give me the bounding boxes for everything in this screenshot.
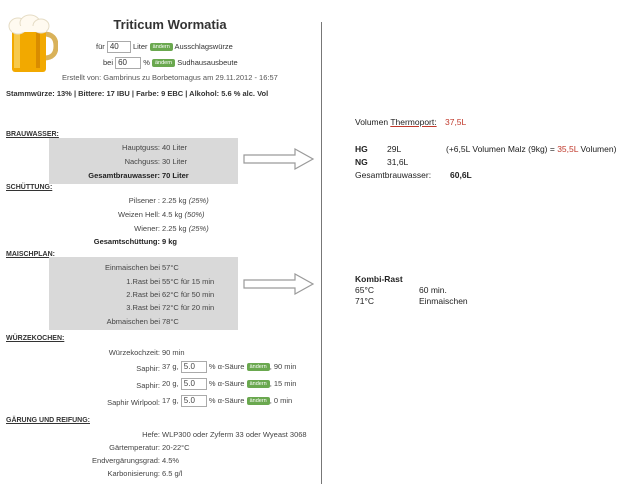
volume-row: für 40 Liter ändern Ausschlagswürze — [96, 41, 233, 53]
kochzeit-value: 90 min — [162, 348, 185, 357]
thermoport-line: Volumen Thermoport: 37,5L — [355, 117, 466, 127]
gaertemperatur-label: Gärtemperatur: — [109, 443, 160, 452]
hop1-row: 37 g, 5.0 % α-Säure ändern, 90 min — [162, 361, 296, 373]
gesamtbrauwasser-value: 70 Liter — [162, 171, 189, 180]
gaertemperatur-value: 20-22°C — [162, 443, 190, 452]
hop1-amount: 37 g, — [162, 361, 179, 371]
rast3-value: 72°C für 20 min — [162, 303, 215, 312]
hop2-amount: 20 g, — [162, 378, 179, 388]
hg-value: 29L — [387, 144, 402, 154]
endvergaerungsgrad-label: Endvergärungsgrad: — [92, 456, 160, 465]
karbonisierung-value: 6.5 g/l — [162, 469, 183, 478]
pilsener-label: Pilsener : — [128, 196, 160, 205]
hop2-row: 20 g, 5.0 % α-Säure ändern, 15 min — [162, 378, 296, 390]
nachguss-value: 30 Liter — [162, 157, 188, 166]
gesamt-value: 60,6L — [450, 170, 472, 180]
fuer-label: für — [96, 41, 105, 51]
rast1-label: 1.Rast bei — [126, 277, 160, 286]
hop2-time: , 15 min — [269, 378, 297, 388]
gesamtschuettung-value: 9 kg — [162, 237, 178, 246]
yield-input[interactable]: 60 — [115, 57, 142, 69]
volumen-value: 37,5L — [444, 117, 467, 127]
rast3-label: 3.Rast bei — [126, 303, 160, 312]
hg-note: (+6,5L Volumen Malz (9kg) = 35,5L Volume… — [446, 144, 617, 154]
pilsener-value: 2.25 kg (25%) — [162, 196, 209, 205]
hop3-alpha-input[interactable]: 5.0 — [180, 395, 207, 407]
ng-label: NG — [355, 157, 368, 167]
hauptguss-label: Hauptguss: — [122, 143, 160, 152]
hop2-alpha-input[interactable]: 5.0 — [180, 378, 207, 390]
endvergaerungsgrad-value: 4.5% — [162, 456, 180, 465]
hop2-label: Saphir: — [136, 381, 160, 390]
section-maischplan: MAISCHPLAN: — [6, 251, 55, 258]
karbonisierung-label: Karbonisierung: — [107, 469, 160, 478]
nachguss-label: Nachguss: — [124, 157, 160, 166]
kombi-rast-text-2: Einmaischen — [419, 296, 468, 306]
gesamt-label: Gesamtbrauwasser: — [355, 170, 432, 180]
wiener-label: Wiener: — [134, 224, 160, 233]
liter-label: Liter — [132, 41, 148, 51]
hop1-time: , 90 min — [269, 361, 297, 371]
hefe-value: WLP300 oder Zyferm 33 oder Wyeast 3068 — [162, 430, 307, 439]
wiener-value: 2.25 kg (25%) — [162, 224, 209, 233]
section-brauwasser: BRAUWASSER: — [6, 131, 59, 138]
einmaischen-value: 57°C — [162, 263, 179, 272]
hefe-label: Hefe: — [142, 430, 160, 439]
hop3-time: , 0 min — [269, 395, 293, 405]
hg-label: HG — [355, 144, 368, 154]
einmaischen-label: Einmaischen bei — [104, 263, 160, 272]
section-gaerung: GÄRUNG UND REIFUNG: — [6, 417, 90, 424]
ausschlag-label: Ausschlagswürze — [174, 41, 233, 51]
hop2-change-button[interactable]: ändern — [246, 379, 270, 388]
gesamtbrauwasser-label: Gesamtbrauwasser: — [88, 171, 160, 180]
hop1-alpha-input[interactable]: 5.0 — [180, 361, 207, 373]
yield-row: bei 60 % ändern Sudhausausbeute — [103, 57, 238, 69]
kombi-rast-temp-2: 71°C — [355, 296, 374, 306]
hop1-label: Saphir: — [136, 364, 160, 373]
hauptguss-value: 40 Liter — [162, 143, 188, 152]
rast2-value: 62°C für 50 min — [162, 290, 215, 299]
vertical-divider — [321, 22, 322, 484]
maischplan-panel — [49, 257, 238, 330]
hop3-row: 17 g, 5.0 % α-Säure ändern, 0 min — [162, 395, 292, 407]
ng-value: 31,6L — [387, 157, 409, 167]
rast2-label: 2.Rast bei — [126, 290, 160, 299]
section-wuerzekochen: WÜRZEKOCHEN: — [6, 335, 65, 342]
hop1-change-button[interactable]: ändern — [246, 362, 270, 371]
abmaischen-value: 78°C — [162, 317, 179, 326]
kombi-rast-title: Kombi-Rast — [355, 274, 403, 284]
created-by: Erstellt von: Gambrinus zu Borbetomagus … — [62, 73, 278, 82]
gesamtschuettung-label: Gesamtschüttung: — [93, 237, 160, 246]
hop2-alpha-unit: % α-Säure — [208, 378, 245, 388]
hop1-alpha-unit: % α-Säure — [208, 361, 245, 371]
yield-unit: % — [143, 57, 150, 67]
kombi-rast-temp-1: 65°C — [355, 285, 374, 295]
kochzeit-label: Würzekochzeit: — [108, 348, 160, 357]
brauwasser-panel — [49, 138, 238, 184]
kombi-rast-text-1: 60 min. — [419, 285, 447, 295]
hop3-change-button[interactable]: ändern — [246, 396, 270, 405]
page-title: Triticum Wormatia — [113, 17, 227, 32]
section-schuettung: SCHÜTTUNG: — [6, 184, 53, 191]
volume-change-button[interactable]: ändern — [149, 42, 173, 51]
arrow-right-icon — [243, 272, 315, 296]
sudhaus-label: Sudhausausbeute — [177, 57, 238, 67]
volume-input[interactable]: 40 — [106, 41, 131, 53]
arrow-right-icon — [243, 147, 315, 171]
bei-label: bei — [103, 57, 114, 67]
yield-change-button[interactable]: ändern — [151, 58, 176, 67]
abmaischen-label: Abmaischen bei — [106, 317, 160, 326]
hop3-label: Saphir Wirlpool: — [107, 398, 160, 407]
recipe-stats: Stammwürze: 13% | Bittere: 17 IBU | Farb… — [6, 89, 269, 98]
weizen-value: 4.5 kg (50%) — [162, 210, 205, 219]
volumen-label: Volumen — [355, 117, 389, 127]
thermoport-label: Thermoport: — [390, 117, 437, 127]
weizen-label: Weizen Hell: — [118, 210, 160, 219]
rast1-value: 55°C für 15 min — [162, 277, 215, 286]
hop3-alpha-unit: % α-Säure — [208, 395, 245, 405]
hop3-amount: 17 g, — [162, 395, 179, 405]
beer-mug-icon — [6, 14, 59, 74]
